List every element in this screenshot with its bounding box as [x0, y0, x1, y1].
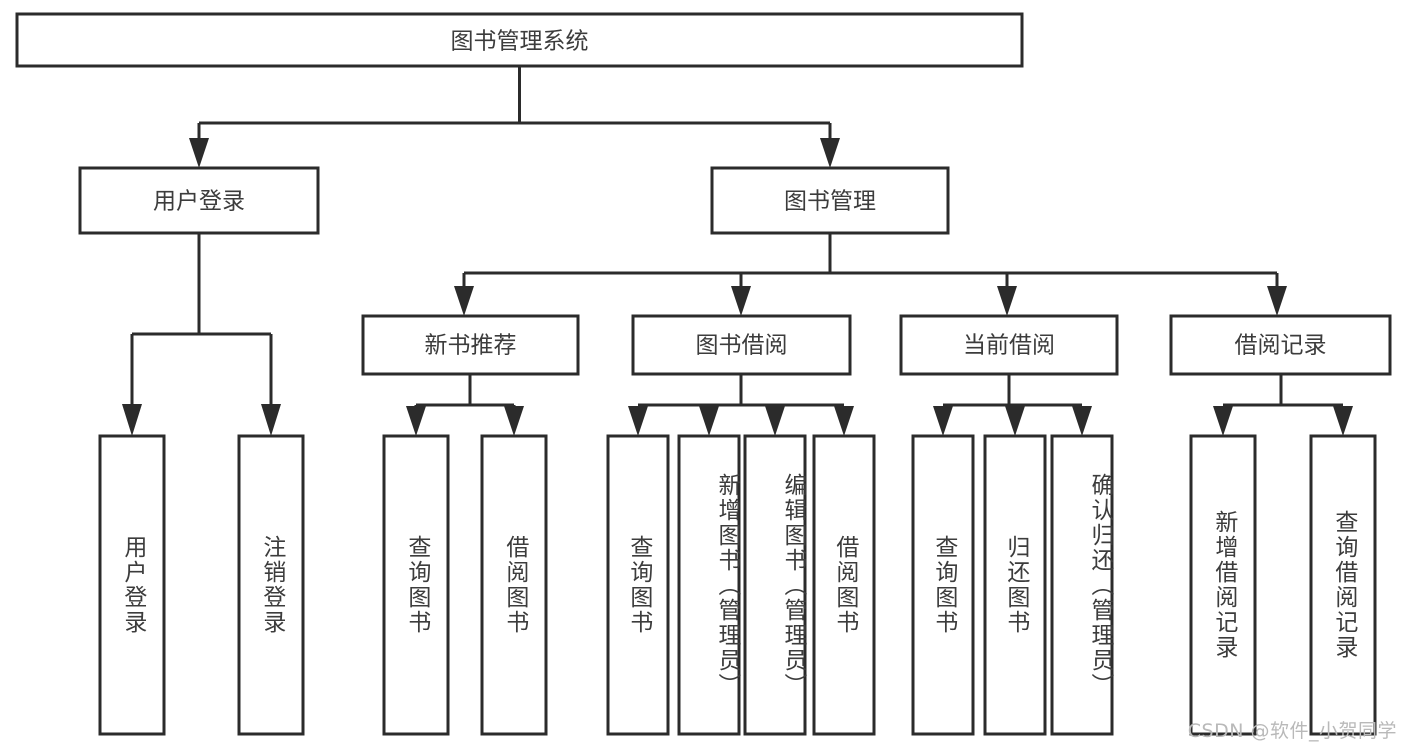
arrowhead-leaf-confirm-return-admin: [1072, 406, 1092, 436]
node-borrow-record[interactable]: 借阅记录: [1169, 314, 1392, 376]
arrowhead-user-login: [189, 138, 209, 168]
node-root-label: 图书管理系统: [451, 29, 589, 55]
node-new-book-recommend-box[interactable]: [361, 314, 580, 376]
node-new-book-recommend[interactable]: 新书推荐: [361, 314, 580, 376]
arrowhead-leaf-query-book-1: [406, 406, 426, 436]
arrowhead-leaf-query-book-3: [933, 406, 953, 436]
node-leaf-query-book-2-box[interactable]: [606, 434, 670, 736]
node-root-box[interactable]: [15, 12, 1024, 68]
arrowhead-leaf-edit-book-admin: [765, 406, 785, 436]
arrowhead-leaf-query-borrow-record: [1333, 406, 1353, 436]
arrowhead-leaf-user-login: [122, 404, 142, 436]
node-leaf-query-borrow-record-box[interactable]: [1309, 434, 1377, 736]
watermark-text: CSDN @软件_小贺同学: [1187, 720, 1397, 742]
connector-layer: [122, 66, 1353, 436]
node-leaf-query-book-1-box[interactable]: [382, 434, 450, 736]
node-leaf-add-book-admin-box[interactable]: [677, 434, 741, 736]
arrowhead-new-book-recommend: [454, 286, 474, 316]
node-leaf-return-book-box[interactable]: [983, 434, 1047, 736]
node-borrow-record-box[interactable]: [1169, 314, 1392, 376]
node-leaf-borrow-book-2-box[interactable]: [812, 434, 876, 736]
node-user-login[interactable]: 用户登录: [78, 166, 320, 235]
node-book-borrow[interactable]: 图书借阅: [631, 314, 852, 376]
node-current-borrow-label: 当前借阅: [963, 333, 1055, 359]
node-leaf-edit-book-admin-box[interactable]: [743, 434, 807, 736]
node-user-login-box[interactable]: [78, 166, 320, 235]
arrowhead-book-borrow: [731, 286, 751, 316]
node-root[interactable]: 图书管理系统: [15, 12, 1024, 68]
node-current-borrow[interactable]: 当前借阅: [899, 314, 1119, 376]
node-book-borrow-box[interactable]: [631, 314, 852, 376]
arrowhead-leaf-borrow-book-2: [834, 406, 854, 436]
node-book-manage-label: 图书管理: [784, 189, 876, 215]
node-book-manage-box[interactable]: [710, 166, 950, 235]
leaf-box-layer: [98, 434, 1377, 736]
node-current-borrow-box[interactable]: [899, 314, 1119, 376]
node-borrow-record-label: 借阅记录: [1235, 333, 1327, 359]
arrowhead-leaf-borrow-book-1: [504, 406, 524, 436]
arrowhead-leaf-add-book-admin: [699, 406, 719, 436]
arrowhead-book-manage: [820, 138, 840, 168]
node-leaf-add-borrow-record-box[interactable]: [1189, 434, 1257, 736]
node-new-book-recommend-label: 新书推荐: [425, 333, 517, 359]
arrowhead-current-borrow: [997, 286, 1017, 316]
node-leaf-user-login-box[interactable]: [98, 434, 166, 736]
arrowhead-leaf-query-book-2: [628, 406, 648, 436]
node-user-login-label: 用户登录: [153, 189, 245, 215]
node-leaf-borrow-book-1-box[interactable]: [480, 434, 548, 736]
node-leaf-logout-box[interactable]: [237, 434, 305, 736]
arrowhead-borrow-record: [1267, 286, 1287, 316]
node-book-manage[interactable]: 图书管理: [710, 166, 950, 235]
node-book-borrow-label: 图书借阅: [696, 333, 788, 359]
arrowhead-leaf-logout: [261, 404, 281, 436]
node-leaf-query-book-3-box[interactable]: [911, 434, 975, 736]
arrowhead-leaf-return-book: [1005, 406, 1025, 436]
arrowhead-leaf-add-borrow-record: [1213, 406, 1233, 436]
node-leaf-confirm-return-admin-box[interactable]: [1050, 434, 1114, 736]
